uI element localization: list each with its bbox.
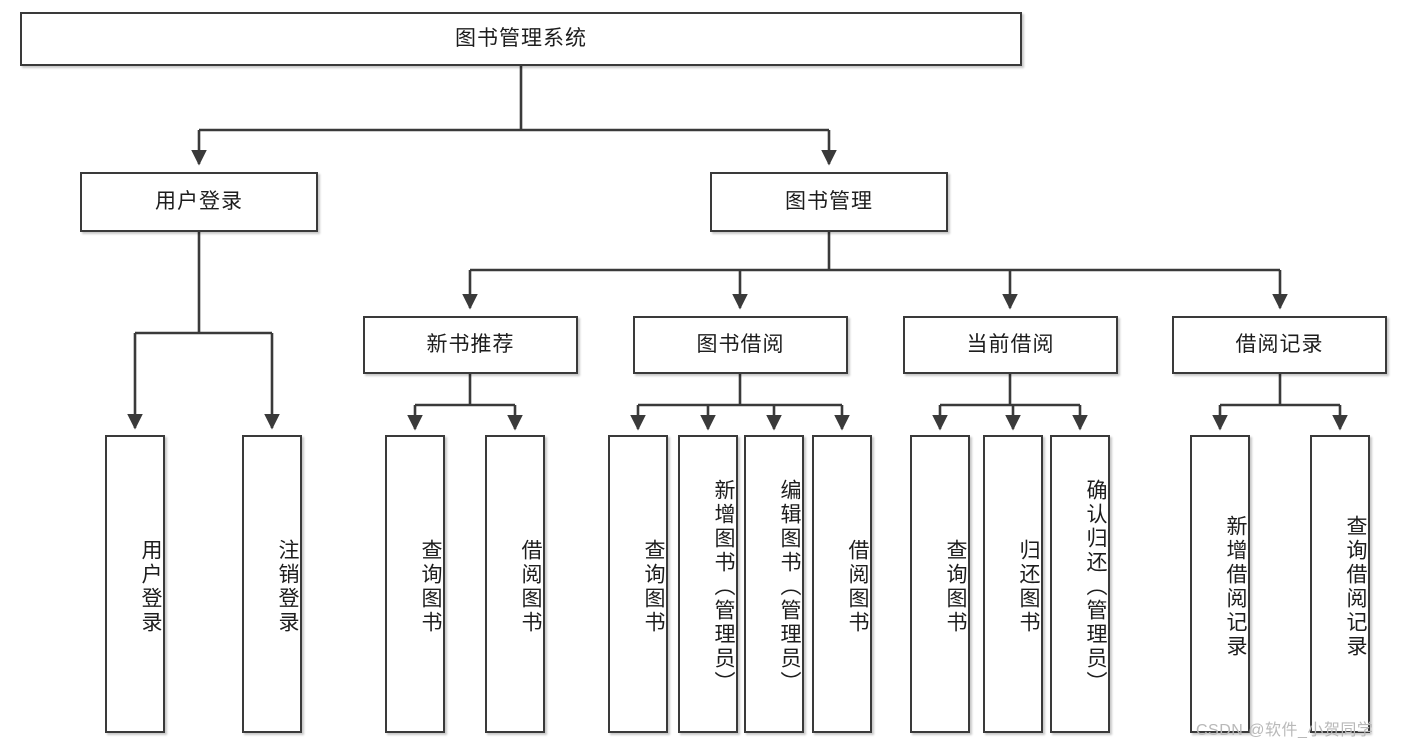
node-label: 用户登录 <box>139 539 162 635</box>
node-label: 查询图书 <box>642 539 665 635</box>
node-new-book-recommend[interactable]: 新书推荐 <box>363 316 578 374</box>
node-label: 归还图书 <box>1017 539 1040 635</box>
node-borrow-record[interactable]: 借阅记录 <box>1172 316 1387 374</box>
node-label: 新增图书（管理员） <box>712 479 735 695</box>
node-leaf-borrow-book-recommend[interactable]: 借阅图书 <box>485 435 545 733</box>
node-user-login[interactable]: 用户登录 <box>80 172 318 232</box>
node-book-manage[interactable]: 图书管理 <box>710 172 948 232</box>
node-leaf-add-borrow-record[interactable]: 新增借阅记录 <box>1190 435 1250 733</box>
node-leaf-query-book-borrow[interactable]: 查询图书 <box>608 435 668 733</box>
node-label: 注销登录 <box>276 539 299 635</box>
node-label: 当前借阅 <box>966 333 1055 357</box>
node-label: 用户登录 <box>155 190 243 214</box>
node-leaf-edit-book-admin[interactable]: 编辑图书（管理员） <box>744 435 804 733</box>
node-label: 新增借阅记录 <box>1224 515 1247 659</box>
node-label: 确认归还（管理员） <box>1084 479 1107 695</box>
csdn-watermark: CSDN @软件_小贺同学 <box>1196 716 1373 740</box>
node-label: 图书管理 <box>785 190 873 214</box>
node-book-borrow[interactable]: 图书借阅 <box>633 316 848 374</box>
node-label: 图书管理系统 <box>455 27 587 51</box>
node-leaf-query-borrow-record[interactable]: 查询借阅记录 <box>1310 435 1370 733</box>
node-leaf-logout[interactable]: 注销登录 <box>242 435 302 733</box>
node-label: 借阅记录 <box>1235 333 1324 357</box>
node-label: 借阅图书 <box>519 539 542 635</box>
node-label: 查询图书 <box>944 539 967 635</box>
node-label: 查询借阅记录 <box>1344 515 1367 659</box>
node-leaf-user-login[interactable]: 用户登录 <box>105 435 165 733</box>
node-current-borrow[interactable]: 当前借阅 <box>903 316 1118 374</box>
node-leaf-confirm-return-admin[interactable]: 确认归还（管理员） <box>1050 435 1110 733</box>
node-leaf-return-book[interactable]: 归还图书 <box>983 435 1043 733</box>
node-label: 新书推荐 <box>426 333 515 357</box>
node-leaf-query-book-current[interactable]: 查询图书 <box>910 435 970 733</box>
node-label: 编辑图书（管理员） <box>778 479 801 695</box>
watermark-text: CSDN @软件_小贺同学 <box>1196 722 1374 739</box>
node-leaf-borrow-book[interactable]: 借阅图书 <box>812 435 872 733</box>
node-label: 借阅图书 <box>846 539 869 635</box>
node-leaf-add-book-admin[interactable]: 新增图书（管理员） <box>678 435 738 733</box>
node-leaf-query-book-recommend[interactable]: 查询图书 <box>385 435 445 733</box>
node-label: 查询图书 <box>419 539 442 635</box>
node-root-system[interactable]: 图书管理系统 <box>20 12 1022 66</box>
node-label: 图书借阅 <box>696 333 785 357</box>
